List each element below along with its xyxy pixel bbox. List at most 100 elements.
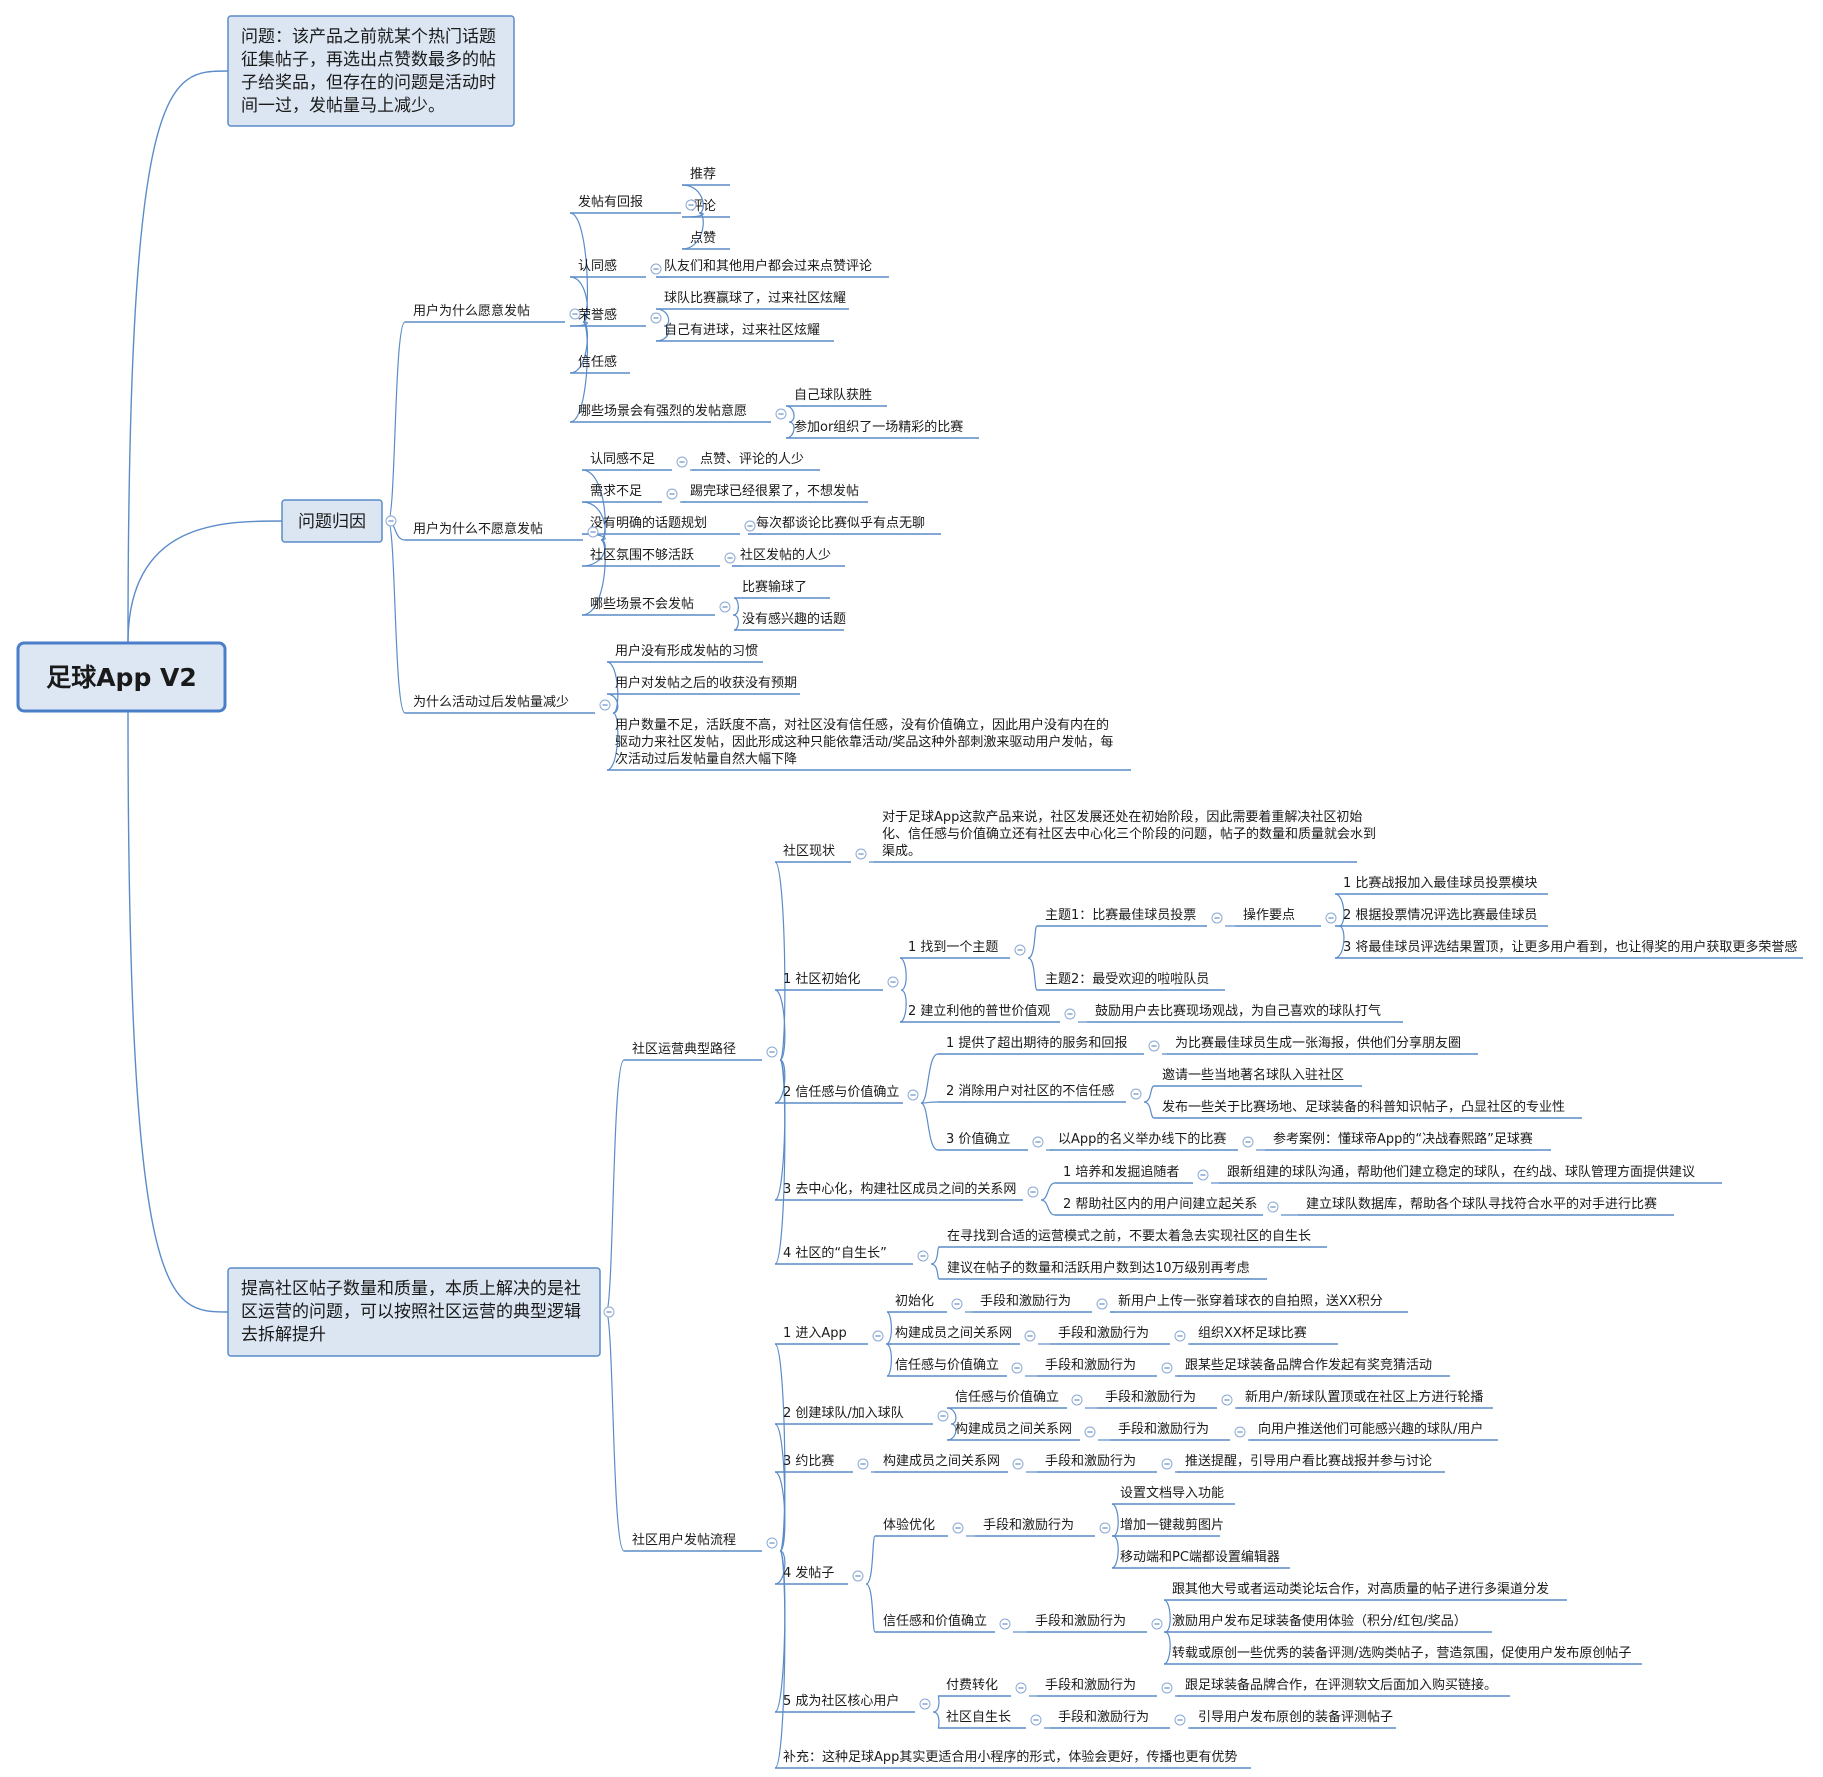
- collapse-toggle-icon[interactable]: [676, 456, 688, 468]
- collapse-toggle-icon[interactable]: [1064, 1008, 1076, 1020]
- node-label-tv1_d: 为比赛最佳球员生成一张海报，供他们分享朋友圈: [1175, 1035, 1461, 1051]
- collapse-toggle-icon[interactable]: [919, 1698, 931, 1710]
- node-boxes: [16, 15, 601, 1357]
- collapse-toggle-icon[interactable]: [951, 1298, 963, 1310]
- collapse-toggle-icon[interactable]: [1099, 1522, 1111, 1534]
- collapse-toggle-icon[interactable]: [587, 526, 599, 538]
- collapse-toggle-icon[interactable]: [1221, 1394, 1233, 1406]
- connector-line: [1027, 925, 1038, 959]
- collapse-toggle-icon[interactable]: [1325, 912, 1337, 924]
- node-label-team: 2 创建球队/加入球队: [783, 1406, 904, 1421]
- node-label-scene_yes: 哪些场景会有强烈的发帖意愿: [578, 403, 747, 419]
- collapse-toggle-icon[interactable]: [937, 1410, 949, 1422]
- root-node-box[interactable]: [16, 641, 227, 713]
- node-label-ops: 操作要点: [1243, 907, 1295, 923]
- collapse-toggle-icon[interactable]: [766, 1046, 778, 1058]
- node-label-theme1: 主题1：比赛最佳球员投票: [1045, 907, 1196, 923]
- collapse-toggle-icon[interactable]: [1012, 1458, 1024, 1470]
- topic-box-improve[interactable]: [227, 1267, 601, 1357]
- collapse-toggle-icon[interactable]: [1161, 1682, 1173, 1694]
- node-label-honor_a: 球队比赛赢球了，过来社区炫耀: [664, 290, 846, 306]
- collapse-toggle-icon[interactable]: [852, 1570, 864, 1582]
- collapse-toggle-icon[interactable]: [1174, 1714, 1186, 1726]
- connector-line: [930, 1246, 940, 1265]
- collapse-toggle-icon[interactable]: [1197, 1169, 1209, 1181]
- node-label-drop_a: 用户没有形成发帖的习惯: [615, 643, 758, 659]
- node-label-e2_m: 手段和激励行为: [1058, 1326, 1149, 1341]
- collapse-toggle-icon[interactable]: [855, 848, 867, 860]
- collapse-toggle-icon[interactable]: [1014, 944, 1026, 956]
- node-label-values: 2 建立利他的普世价值观: [908, 1003, 1050, 1019]
- collapse-toggle-icon[interactable]: [724, 552, 736, 564]
- collapse-toggle-icon[interactable]: [1096, 1298, 1108, 1310]
- collapse-toggle-icon[interactable]: [952, 1522, 964, 1534]
- connector-line: [785, 405, 795, 423]
- collapse-toggle-icon[interactable]: [1211, 912, 1223, 924]
- collapse-toggle-icon[interactable]: [599, 699, 611, 711]
- topic-box-note[interactable]: [227, 15, 515, 127]
- collapse-toggle-icon[interactable]: [917, 1250, 929, 1262]
- node-label-status_d: 化、信任感与价值确立还有社区去中心化三个阶段的问题，帖子的数量和质量就会水到: [882, 826, 1376, 842]
- collapse-toggle-icon[interactable]: [775, 408, 787, 420]
- collapse-toggle-icon[interactable]: [1071, 1394, 1083, 1406]
- connector-line: [387, 321, 406, 522]
- node-label-status_d: 渠成。: [882, 844, 921, 859]
- node-label-drop_c: 用户数量不足，活跃度不高，对社区没有信任感，没有价值确立，因此用户没有内在的: [615, 717, 1109, 733]
- collapse-toggle-icon[interactable]: [1161, 1458, 1173, 1470]
- connector-line: [606, 712, 619, 771]
- node-label-values_d: 鼓励用户去比赛现场观战，为自己喜欢的球队打气: [1095, 1003, 1381, 1019]
- collapse-toggle-icon[interactable]: [887, 976, 899, 988]
- connector-line: [774, 1471, 786, 1552]
- node-label-tv2_a: 邀请一些当地著名球队入驻社区: [1162, 1067, 1344, 1083]
- node-label-p1_a: 设置文档导入功能: [1120, 1486, 1224, 1501]
- collapse-toggle-icon[interactable]: [719, 601, 731, 613]
- node-label-self_a: 在寻找到合适的运营模式之前，不要太着急去实现社区的自生长: [947, 1228, 1311, 1244]
- collapse-toggle-icon[interactable]: [1084, 1426, 1096, 1438]
- collapse-toggle-icon[interactable]: [1267, 1201, 1279, 1213]
- collapse-toggle-icon[interactable]: [685, 199, 697, 211]
- collapse-toggle-icon[interactable]: [1130, 1088, 1142, 1100]
- collapse-toggle-icon[interactable]: [1027, 1186, 1039, 1198]
- collapse-toggle-icon[interactable]: [603, 1306, 615, 1318]
- connector-line: [774, 1423, 786, 1552]
- node-label-enter: 1 进入App: [783, 1326, 847, 1341]
- collapse-toggle-icon[interactable]: [857, 1458, 869, 1470]
- collapse-toggle-icon[interactable]: [907, 1089, 919, 1101]
- node-label-dc1_d: 跟新组建的球队沟通，帮助他们建立稳定的球队，在约战、球队管理方面提供建议: [1227, 1164, 1695, 1180]
- node-label-post: 4 发帖子: [783, 1565, 834, 1581]
- node-label-e3_m: 手段和激励行为: [1045, 1358, 1136, 1373]
- collapse-toggle-icon[interactable]: [666, 488, 678, 500]
- connector-line: [581, 501, 606, 541]
- collapse-toggle-icon[interactable]: [385, 515, 397, 527]
- collapse-toggle-icon[interactable]: [1151, 1618, 1163, 1630]
- collapse-toggle-icon[interactable]: [1024, 1330, 1036, 1342]
- collapse-toggle-icon[interactable]: [1174, 1330, 1186, 1342]
- topic-box-cause[interactable]: [281, 499, 383, 543]
- collapse-toggle-icon[interactable]: [1011, 1362, 1023, 1374]
- node-label-tv3_b: 参考案例：懂球帝App的“决战春熙路”足球赛: [1273, 1131, 1533, 1147]
- collapse-toggle-icon[interactable]: [569, 308, 581, 320]
- node-label-comment: 评论: [690, 199, 716, 214]
- node-label-no_topic: 没有明确的话题规划: [590, 515, 707, 531]
- collapse-toggle-icon[interactable]: [1030, 1714, 1042, 1726]
- collapse-toggle-icon[interactable]: [650, 263, 662, 275]
- connector-line: [732, 614, 739, 631]
- collapse-toggle-icon[interactable]: [999, 1618, 1011, 1630]
- collapse-toggle-icon[interactable]: [766, 1537, 778, 1549]
- collapse-toggle-icon[interactable]: [872, 1330, 884, 1342]
- connector-line: [581, 469, 606, 541]
- collapse-toggles[interactable]: [385, 199, 1337, 1726]
- collapse-toggle-icon[interactable]: [1234, 1426, 1246, 1438]
- collapse-toggle-icon[interactable]: [744, 520, 756, 532]
- node-label-t1: 信任感与价值确立: [955, 1389, 1059, 1405]
- connector-line: [920, 1101, 939, 1104]
- collapse-toggle-icon[interactable]: [1242, 1136, 1254, 1148]
- node-label-op1: 1 比赛战报加入最佳球员投票模块: [1343, 875, 1537, 891]
- connector-line: [1040, 1199, 1056, 1216]
- connector-line: [774, 1550, 786, 1585]
- collapse-toggle-icon[interactable]: [1148, 1040, 1160, 1052]
- collapse-toggle-icon[interactable]: [1161, 1362, 1173, 1374]
- collapse-toggle-icon[interactable]: [1015, 1682, 1027, 1694]
- collapse-toggle-icon[interactable]: [1032, 1136, 1044, 1148]
- collapse-toggle-icon[interactable]: [650, 312, 662, 324]
